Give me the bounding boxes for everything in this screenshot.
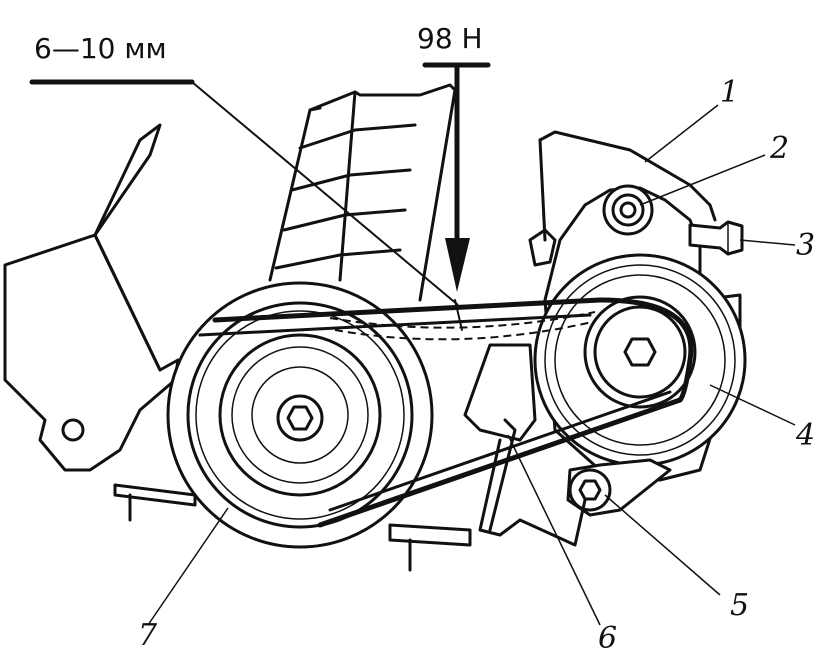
callout-leaders (147, 104, 796, 626)
deflection-label: 6—10 мм (34, 32, 167, 65)
lower-bracket (113, 343, 587, 572)
mount-hole (61, 418, 85, 442)
force-label: 98 Н (417, 22, 483, 55)
arrow-head-icon (445, 238, 470, 292)
hex-nut-icon (578, 479, 602, 501)
crankshaft-pulley (166, 281, 434, 549)
drive-belt (198, 297, 694, 528)
engine-housing (3, 123, 180, 472)
hex-nut-icon (623, 337, 657, 367)
callout-1: 1 (720, 75, 739, 110)
hex-bolt-icon (286, 405, 314, 431)
bracket-bolt (528, 228, 557, 267)
deflection-indicator (29, 79, 463, 331)
adjuster-bolt (602, 184, 654, 236)
callout-7: 7 (138, 618, 158, 653)
callout-6: 6 (598, 621, 617, 656)
callout-5: 5 (730, 588, 749, 623)
callout-2: 2 (769, 131, 789, 166)
adjusting-screw (688, 220, 744, 256)
force-arrow (422, 62, 491, 292)
callout-4: 4 (795, 418, 815, 453)
pivot-bolt (566, 458, 672, 517)
radiator-grille (268, 83, 457, 302)
callout-3: 3 (796, 228, 815, 263)
alternator-pulley (533, 253, 747, 467)
